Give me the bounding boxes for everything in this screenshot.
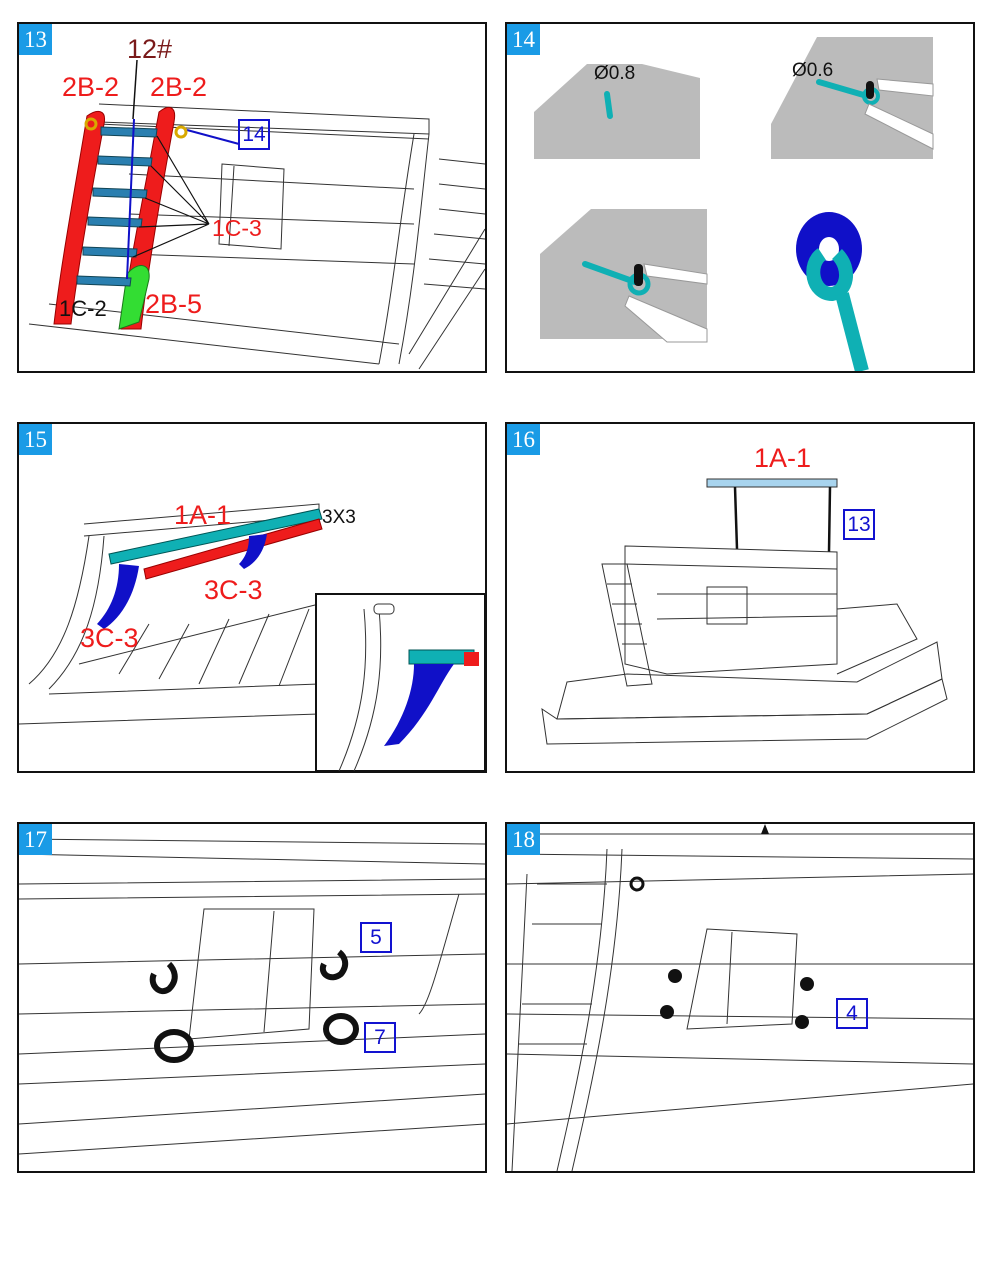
steps-label: 1C-3 <box>212 215 262 241</box>
ref-box-a: 5 <box>360 922 392 953</box>
step-number: 18 <box>507 824 540 855</box>
step-number: 14 <box>507 24 540 55</box>
drill-size-label-a: Ø0.8 <box>594 63 636 84</box>
bottom-part-label: 1C-2 <box>59 296 107 321</box>
bracket-left-label: 3C-3 <box>80 623 139 653</box>
step-reference-box: 14 <box>238 119 270 150</box>
bench-assembly-drawing <box>19 503 485 771</box>
bench-part-label: 1A-1 <box>174 500 232 530</box>
bracket-right-label: 3C-3 <box>204 575 263 605</box>
eyebolt-forming-drawing <box>534 37 934 371</box>
step-13-panel: 13 12# 2B-2 2B-2 14 1C-3 1C-2 2B-5 <box>17 22 487 373</box>
ref-box-b: 7 <box>364 1022 396 1053</box>
eyebolt-placement-drawing <box>19 838 485 1155</box>
step-number: 17 <box>19 824 52 855</box>
bench-size-label: 3X3 <box>322 507 356 528</box>
ladder-assembly-drawing <box>28 59 485 370</box>
step-18-panel: 18 4 <box>505 822 975 1173</box>
part-label: 1A-1 <box>754 443 812 473</box>
rail-left-label: 2B-2 <box>62 72 120 102</box>
overview-drawing <box>541 478 948 745</box>
ref-box: 4 <box>836 998 868 1029</box>
step-number: 15 <box>19 424 52 455</box>
step-15-panel: 15 1A-1 3X3 3C-3 3C-3 <box>17 422 487 773</box>
step-number: 16 <box>507 424 540 455</box>
thread-label: 12# <box>127 34 173 64</box>
side-part-label: 2B-5 <box>145 289 203 319</box>
step-14-panel: 14 Ø0.8 Ø0.6 <box>505 22 975 373</box>
step-16-panel: 16 1A-1 13 <box>505 422 975 773</box>
step-number: 13 <box>19 24 52 55</box>
step-17-panel: 17 5 7 <box>17 822 487 1173</box>
eyebolt-result-drawing <box>507 824 973 1171</box>
drill-size-label-b: Ø0.6 <box>792 60 834 81</box>
rail-right-label: 2B-2 <box>150 72 208 102</box>
step-reference-box: 13 <box>843 509 875 540</box>
